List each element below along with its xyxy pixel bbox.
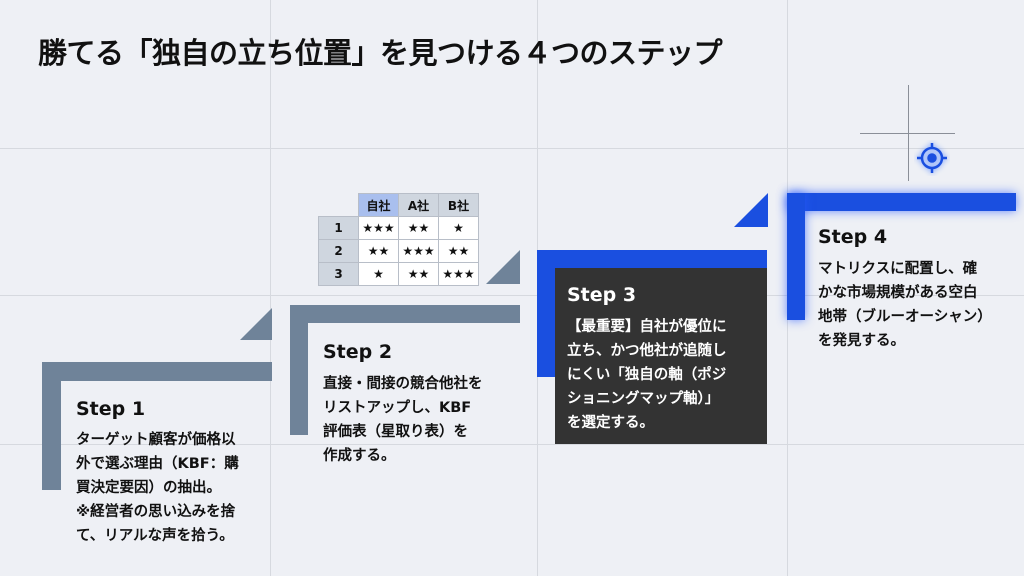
grid-line — [270, 0, 271, 576]
step4-bracket-horizontal — [787, 193, 1016, 211]
table-row: 1★★★★★★ — [318, 216, 479, 240]
row-label: 2 — [318, 239, 359, 263]
step2-body: 直接・間接の競合他社を リストアップし、KBF 評価表（星取り表）を 作成する。 — [323, 376, 483, 464]
table-cell: ★★ — [398, 262, 439, 286]
step2-bracket-vertical — [290, 305, 308, 435]
step2-arrow-triangle — [486, 250, 520, 284]
table-cell: ★★★ — [398, 239, 439, 263]
table-cell: ★ — [438, 216, 479, 240]
step4-title: Step 4 — [818, 226, 888, 248]
step2-title: Step 2 — [323, 341, 393, 363]
step1-body: ターゲット顧客が価格以 外で選ぶ理由（KBF：購 買決定要因）の抽出。 ※経営者… — [76, 432, 239, 544]
row-label: 1 — [318, 216, 359, 240]
row-label: 3 — [318, 262, 359, 286]
step3-highlight-box — [555, 268, 767, 444]
grid-line — [0, 295, 1024, 296]
grid-line — [0, 148, 1024, 149]
table-header: B社 — [438, 193, 479, 217]
table-cell: ★★★ — [358, 216, 399, 240]
step1-bracket-horizontal — [42, 362, 272, 381]
step3-bracket-horizontal — [537, 250, 767, 268]
step2-bracket-horizontal — [290, 305, 520, 323]
table-row: 2★★★★★★★ — [318, 239, 479, 263]
step3-body: 【最重要】自社が優位に 立ち、かつ他社が追随し にくい「独自の軸（ポジ ショニン… — [567, 319, 727, 431]
table-cell: ★★ — [438, 239, 479, 263]
crosshair-line — [908, 85, 909, 181]
step4-body: マトリクスに配置し、確 かな市場規模がある空白 地帯（ブルーオーシャン） を発見… — [818, 261, 992, 349]
table-header: A社 — [398, 193, 439, 217]
crosshair-line — [860, 133, 955, 134]
table-cell: ★★ — [398, 216, 439, 240]
step3-title: Step 3 — [567, 284, 637, 306]
kbf-evaluation-table: 自社 A社 B社 1★★★★★★ 2★★★★★★★ 3★★★★★★ — [318, 193, 479, 286]
table-cell: ★ — [358, 262, 399, 286]
step3-arrow-triangle — [734, 193, 768, 227]
page-title: 勝てる「独自の立ち位置」を見つける４つのステップ — [38, 36, 723, 70]
table-row: 3★★★★★★ — [318, 262, 479, 286]
step3-bracket-vertical — [537, 250, 556, 377]
step1-title: Step 1 — [76, 398, 146, 420]
table-cell: ★★ — [358, 239, 399, 263]
step4-bracket-vertical — [787, 193, 805, 320]
target-icon — [917, 143, 947, 173]
step1-arrow-triangle — [240, 308, 272, 340]
table-cell: ★★★ — [438, 262, 479, 286]
grid-line — [0, 444, 1024, 445]
step1-bracket-vertical — [42, 362, 61, 490]
table-header: 自社 — [358, 193, 399, 217]
